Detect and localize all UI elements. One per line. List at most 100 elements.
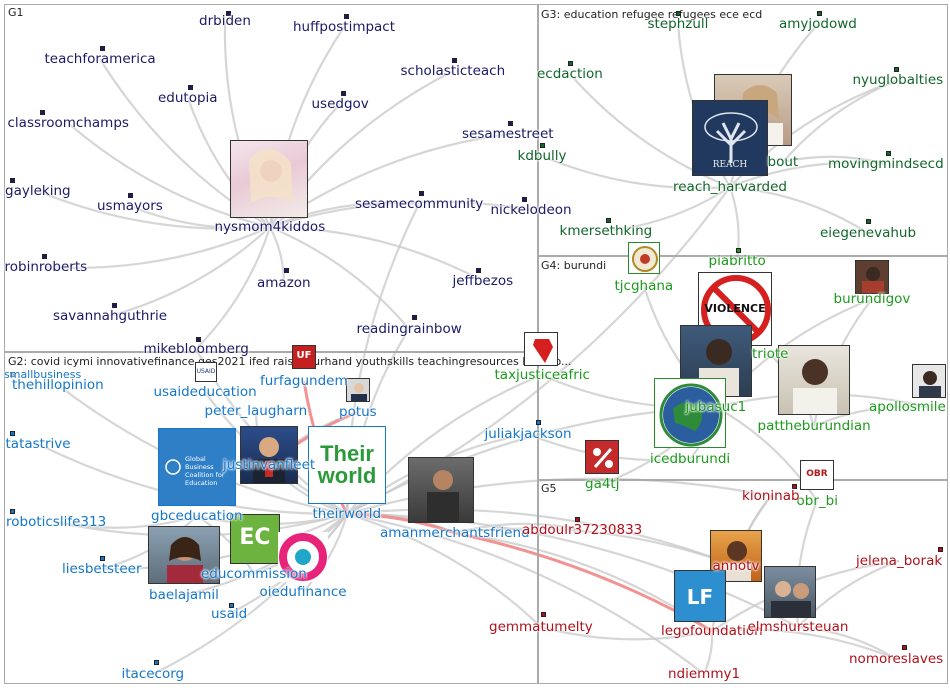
node-marker-liesbetsteer[interactable] (100, 556, 105, 561)
node-label-drbiden[interactable]: drbiden (199, 13, 251, 29)
node-label-justinvanfleet[interactable]: justinvanfleet (223, 457, 316, 473)
node-marker-nickelodeon[interactable] (522, 197, 527, 202)
node-marker-usedgov[interactable] (341, 91, 346, 96)
node-marker-abdoulr37230833[interactable] (575, 517, 580, 522)
node-label-liesbetsteer[interactable]: liesbetsteer (62, 561, 142, 577)
node-label-reach_harvarded[interactable]: reach_harvarded (673, 179, 787, 195)
node-label-jeffbezos[interactable]: jeffbezos (452, 273, 514, 289)
node-marker-teachforamerica[interactable] (100, 46, 105, 51)
logo-taxjusticeafric[interactable] (524, 332, 558, 366)
node-marker-usaid[interactable] (229, 603, 234, 608)
node-label-bout[interactable]: bout (767, 154, 799, 170)
node-marker-tatastrive[interactable] (10, 431, 15, 436)
node-label-gemmatumelty[interactable]: gemmatumelty (489, 619, 593, 635)
node-label-furfagundem[interactable]: furfagundem (260, 373, 348, 389)
avatar-apollosmile[interactable] (912, 364, 946, 398)
node-label-nickelodeon[interactable]: nickelodeon (490, 202, 572, 218)
node-label-annotv[interactable]: annotv (712, 558, 760, 574)
node-marker-movingmindsecd[interactable] (886, 151, 891, 156)
node-label-kdbully[interactable]: kdbully (517, 148, 567, 164)
node-label-usmayors[interactable]: usmayors (97, 198, 163, 214)
node-label-kioninab[interactable]: kioninab (742, 488, 800, 504)
node-label-oiedufinance[interactable]: oiedufinance (259, 584, 347, 600)
node-label-legofoundation[interactable]: legofoundation (661, 623, 763, 639)
logo-oiedufinance[interactable] (278, 532, 328, 582)
avatar-jubasuc1[interactable] (680, 325, 752, 397)
node-marker-eiegenevahub[interactable] (866, 219, 871, 224)
node-marker-mikebloomberg[interactable] (196, 337, 201, 342)
node-marker-sesamestreet[interactable] (508, 121, 513, 126)
node-label-ndiemmy1[interactable]: ndiemmy1 (668, 666, 741, 682)
node-label-itacecorg[interactable]: itacecorg (121, 666, 185, 682)
node-label-sesamestreet[interactable]: sesamestreet (462, 126, 554, 142)
node-marker-classroomchamps[interactable] (40, 110, 45, 115)
logo-usaideducation[interactable]: USAID (195, 362, 217, 382)
node-label-jubasuc1[interactable]: jubasuc1 (685, 399, 747, 415)
node-label-gayleking[interactable]: gayleking (5, 183, 71, 199)
logo-legofoundation[interactable]: LF (674, 570, 726, 622)
node-label-mikebloomberg[interactable]: mikebloomberg (143, 341, 249, 357)
node-label-readingrainbow[interactable]: readingrainbow (356, 321, 462, 337)
node-label-nomoreslaves[interactable]: nomoreslaves (849, 651, 944, 667)
node-label-nysmom4kiddos[interactable]: nysmom4kiddos (214, 219, 326, 235)
node-label-usaid[interactable]: usaid (211, 606, 248, 622)
node-label-classroomchamps[interactable]: classroomchamps (7, 115, 129, 131)
node-label-eiegenevahub[interactable]: eiegenevahub (820, 225, 917, 241)
logo-theirworld[interactable]: Their world (308, 426, 386, 504)
node-marker-kmersethking[interactable] (606, 218, 611, 223)
node-label-piabritto[interactable]: piabritto (708, 253, 766, 269)
node-label-amanmerchantsfriend[interactable]: amanmerchantsfriend (380, 525, 530, 541)
node-label-teachforamerica[interactable]: teachforamerica (44, 51, 156, 67)
logo-icedburundi[interactable] (654, 378, 726, 448)
node-label-elmshursteuan[interactable]: elmshursteuan (747, 619, 849, 635)
node-label-ga4tj[interactable]: ga4tj (585, 476, 620, 492)
node-marker-itacecorg[interactable] (154, 660, 159, 665)
node-marker-gemmatumelty[interactable] (541, 612, 546, 617)
node-marker-ecdaction[interactable] (568, 61, 573, 66)
node-label-tatastrive[interactable]: tatastrive (5, 436, 71, 452)
node-marker-drbiden[interactable] (226, 11, 231, 16)
node-marker-nomoreslaves[interactable] (902, 645, 907, 650)
node-marker-sesamecommunity[interactable] (419, 191, 424, 196)
node-label-taxjusticeafric[interactable]: taxjusticeafric (494, 367, 590, 383)
node-marker-edutopia[interactable] (188, 85, 193, 90)
node-label-stephzull[interactable]: stephzull (647, 16, 709, 32)
node-marker-gayleking[interactable] (10, 178, 15, 183)
node-label-nyuglobalties[interactable]: nyuglobalties (852, 72, 944, 88)
logo-obr[interactable]: OBR (800, 460, 834, 490)
node-marker-robinroberts[interactable] (42, 254, 47, 259)
node-label-educommission[interactable]: educommission (201, 566, 307, 582)
node-label-usedgov[interactable]: usedgov (311, 96, 369, 112)
node-label-edutopia[interactable]: edutopia (158, 90, 218, 106)
node-label-smallbusiness[interactable]: smallbusiness (4, 368, 82, 381)
node-label-movingmindsecd[interactable]: movingmindsecd (828, 156, 944, 172)
node-marker-amyjodowd[interactable] (817, 11, 822, 16)
node-label-triote[interactable]: triote (752, 346, 789, 362)
node-label-amazon[interactable]: amazon (257, 275, 311, 291)
node-marker-roboticslife313[interactable] (10, 509, 15, 514)
logo-reach-harvarded[interactable]: REACH (692, 100, 768, 176)
node-marker-usmayors[interactable] (128, 193, 133, 198)
logo-ga4tj[interactable] (585, 440, 619, 474)
node-marker-piabritto[interactable] (736, 248, 741, 253)
node-label-juliakjackson[interactable]: juliakjackson (484, 426, 572, 442)
node-marker-huffpostimpact[interactable] (344, 14, 349, 19)
node-label-savannahguthrie[interactable]: savannahguthrie (53, 308, 168, 324)
node-label-theirworld[interactable]: theirworld (312, 506, 382, 522)
node-label-obr_bi[interactable]: obr_bi (796, 493, 838, 509)
node-marker-amazon[interactable] (284, 268, 289, 273)
avatar-potus[interactable] (346, 378, 370, 402)
node-marker-savannahguthrie[interactable] (112, 303, 117, 308)
node-marker-thehillopinion[interactable] (10, 372, 15, 377)
node-marker-kdbully[interactable] (540, 143, 545, 148)
node-marker-jeffbezos[interactable] (476, 268, 481, 273)
node-label-robinroberts[interactable]: robinroberts (4, 259, 88, 275)
avatar-justinvanfleet[interactable] (240, 426, 298, 484)
avatar-nysmom4kiddos[interactable] (230, 140, 308, 218)
node-label-scholasticteach[interactable]: scholasticteach (400, 63, 506, 79)
avatar-elmshursteuan[interactable] (764, 566, 816, 618)
avatar-baelajamil[interactable] (148, 526, 220, 584)
node-label-gbceducation[interactable]: gbceducation (151, 508, 243, 524)
node-marker-scholasticteach[interactable] (452, 58, 457, 63)
node-marker-kioninab[interactable] (792, 484, 797, 489)
